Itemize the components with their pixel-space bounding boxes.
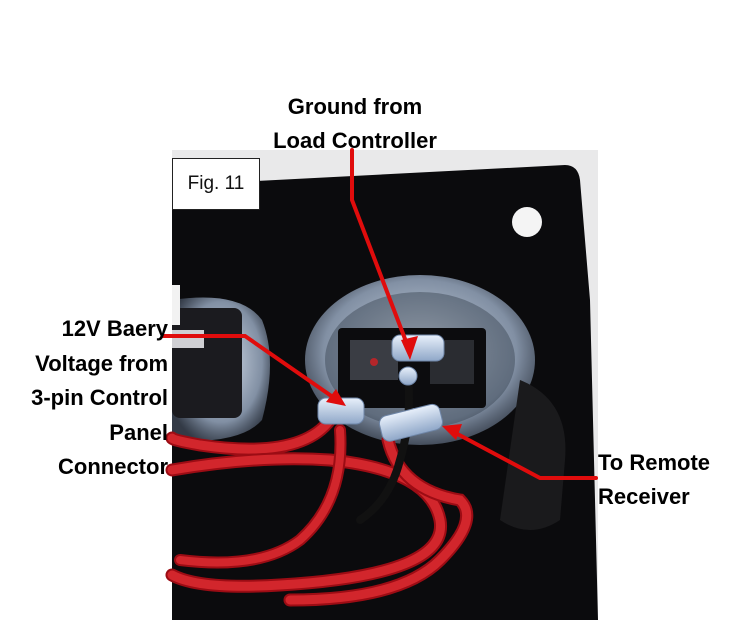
arrow-battery	[161, 334, 342, 404]
callout-arrows	[161, 148, 598, 480]
arrow-heads	[326, 336, 462, 440]
callout-line: Connector	[58, 454, 168, 479]
callout-line: Receiver	[598, 484, 690, 509]
figure-tag: Fig. 11	[172, 158, 260, 210]
callout-line: To Remote	[598, 450, 711, 475]
callout-line: Load Controller	[273, 128, 437, 153]
callout-battery-label: 12V Baery Voltage from 3-pin Control Pan…	[0, 312, 168, 485]
callout-line: 12V Baery	[61, 316, 168, 341]
arrow-ground	[350, 148, 412, 354]
red-wires	[165, 413, 474, 607]
callout-line: Panel	[109, 419, 168, 445]
arrow-remote	[448, 428, 598, 480]
black-ground-wire	[356, 374, 413, 524]
callout-line: Voltage from	[35, 350, 168, 376]
crimp-terminals	[317, 334, 445, 442]
callout-line: Ground from	[287, 94, 423, 119]
callout-remote-label: To Remote Receiver	[598, 446, 731, 514]
callout-ground-label: Ground from Load Controller	[250, 90, 460, 158]
mounting-hole	[512, 207, 542, 237]
callout-line: 3-pin Control	[31, 385, 168, 410]
panel-clutter	[500, 380, 566, 530]
